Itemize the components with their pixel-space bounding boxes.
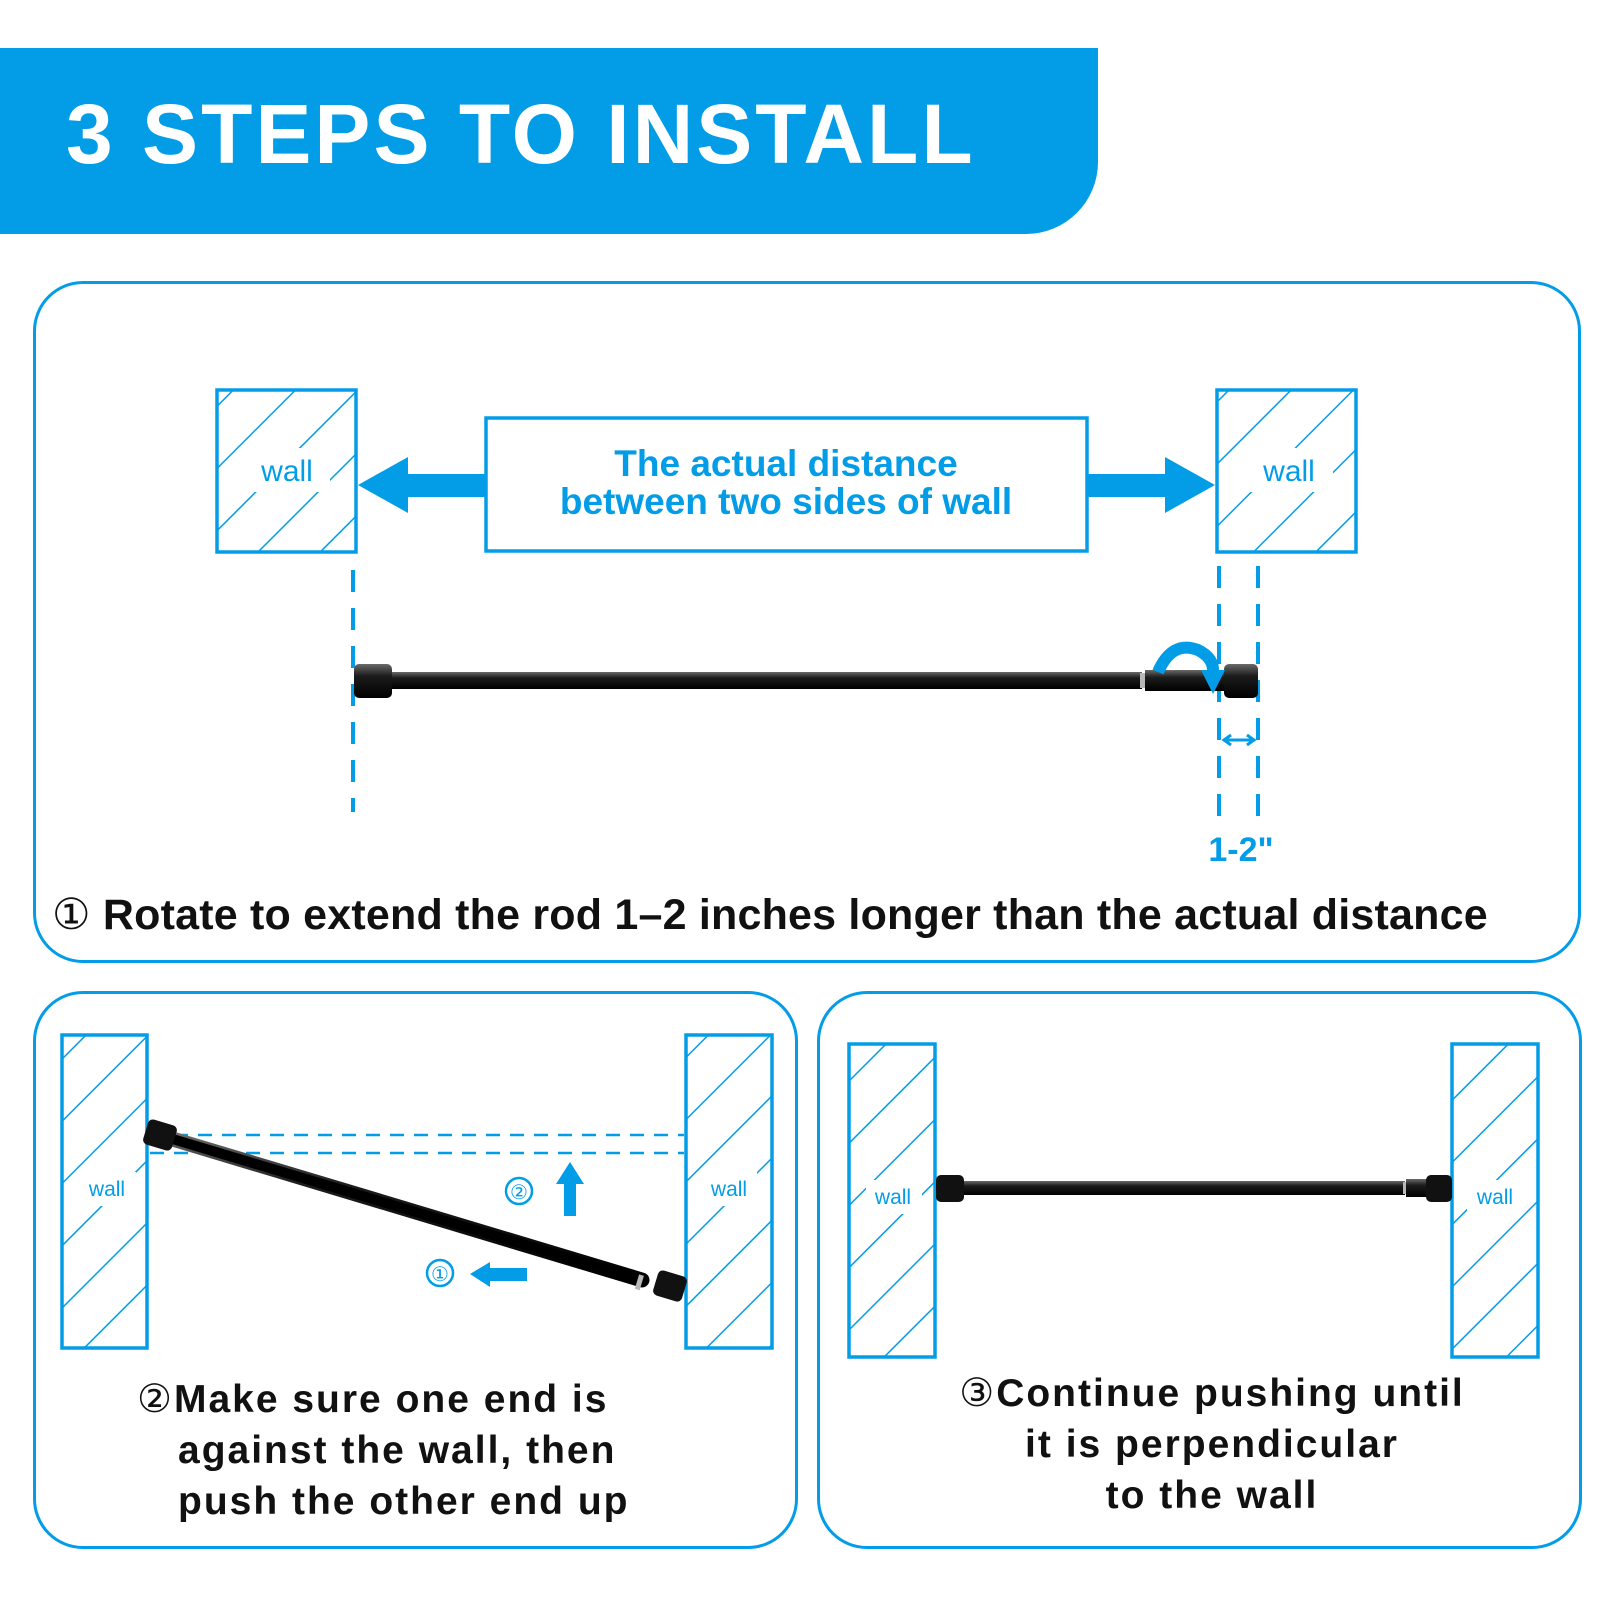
step-2-wall-left	[60, 1033, 149, 1350]
step-2-caption-line-3: push the other end up	[178, 1480, 630, 1523]
step-1-caption-text: Rotate to extend the rod 1–2 inches long…	[102, 891, 1488, 939]
step-3-tension-rod	[936, 1175, 1452, 1202]
header-banner	[0, 48, 1098, 234]
step-3-wall-right-label: wall	[1476, 1186, 1513, 1209]
rotate-arrow-head-icon	[1201, 670, 1225, 694]
arrow-left-small-icon	[470, 1262, 527, 1287]
step-2-slide-marker	[425, 1258, 455, 1288]
step-1-wall-left-label: wall	[260, 455, 313, 488]
gap-label: 1-2"	[1208, 831, 1273, 869]
step-2-tension-rod	[143, 1119, 687, 1302]
step-3-caption-line-3: to the wall	[1105, 1474, 1319, 1517]
distance-label-box	[484, 416, 1089, 553]
step-1-guide-lines	[351, 566, 1260, 820]
distance-label-line-2: between two sides of wall	[560, 481, 1012, 522]
step-1-number: ①	[52, 891, 91, 939]
step-2-wall-left-label: wall	[88, 1178, 125, 1201]
step-2-panel	[33, 991, 798, 1549]
step-1-wall-right-label: wall	[1262, 455, 1315, 488]
step-3-wall-left	[847, 1042, 937, 1359]
step-2-push-marker	[504, 1176, 534, 1206]
step-1-wall-left	[215, 388, 358, 554]
gap-indicator-icon	[1221, 733, 1257, 747]
step-3-wall-left-label: wall	[874, 1186, 911, 1209]
step-2-caption-line-2: against the wall, then	[178, 1429, 617, 1472]
page-title: 3 STEPS TO INSTALL	[66, 87, 976, 181]
step-2-push-marker-number: ②	[510, 1180, 528, 1204]
step-2-wall-right	[684, 1033, 774, 1350]
arrow-left-icon	[358, 457, 486, 513]
step-2-caption: ②Make sure one end is against the wall, …	[137, 1374, 629, 1527]
step-2-number: ②	[137, 1378, 174, 1421]
arrow-right-icon	[1087, 457, 1215, 513]
step-3-wall-right	[1450, 1042, 1540, 1359]
step-1-caption: ① Rotate to extend the rod 1–2 inches lo…	[52, 890, 1488, 940]
step-3-caption: ③Continue pushing until it is perpendicu…	[902, 1368, 1522, 1521]
step-2-wall-right-label: wall	[710, 1178, 747, 1201]
step-2-guide-lines	[150, 1133, 684, 1155]
rotate-arrow-icon	[1152, 641, 1220, 675]
distance-label-line-1: The actual distance	[614, 443, 957, 484]
step-1-wall-right	[1215, 388, 1358, 554]
step-3-caption-line-2: it is perpendicular	[1025, 1423, 1399, 1466]
step-2-slide-marker-number: ①	[431, 1262, 449, 1286]
step-1-tension-rod	[354, 664, 1258, 698]
arrow-up-icon	[556, 1162, 584, 1216]
step-3-number: ③	[959, 1372, 997, 1415]
step-2-caption-line-1: Make sure one end is	[173, 1378, 609, 1421]
step-3-caption-line-1: Continue pushing until	[996, 1372, 1465, 1415]
